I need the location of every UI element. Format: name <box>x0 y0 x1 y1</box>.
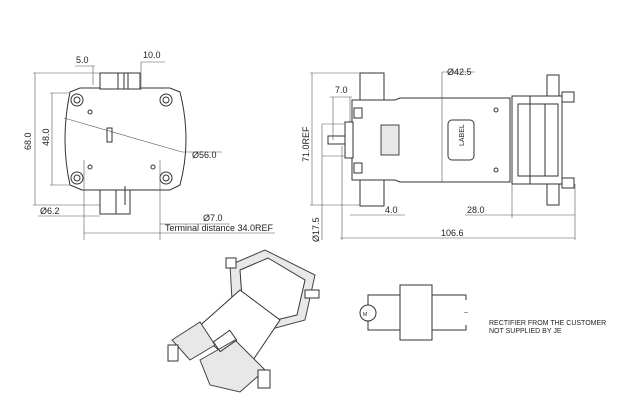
label-text: LABEL <box>459 124 466 146</box>
note-line-1: RECTIFIER FROM THE CUSTOMER <box>489 320 606 327</box>
dim-48: 48.0 <box>41 128 51 146</box>
terminal-distance: Terminal distance 34.0REF <box>165 223 274 233</box>
note-line-2: NOT SUPPLIED BY JE <box>489 328 562 335</box>
dim-28: 28.0 <box>467 205 485 215</box>
source-label: M <box>363 312 367 318</box>
dim-10: 10.0 <box>143 50 161 60</box>
dim-5: 5.0 <box>76 55 89 65</box>
isometric-view <box>167 249 320 393</box>
front-view: 5.0 10.0 68.0 48.0 Ø56.0 Ø6.2 Ø7.0 Termi… <box>23 50 275 240</box>
rectifier-box <box>399 284 433 341</box>
dim-4: 4.0 <box>385 205 398 215</box>
dim-length: 106.6 <box>441 228 464 238</box>
power-source-symbol <box>359 304 377 322</box>
dim-diameter-7: Ø7.0 <box>203 213 223 223</box>
rectifier-schematic: M ~ RECTIFIER FROM THE CUSTOMER NOT SUPP… <box>359 284 606 341</box>
side-view: LABEL Ø42.5 7.0 71.0REF Ø17.5 4.0 28.0 1… <box>301 67 576 242</box>
dim-diameter-17-5: Ø17.5 <box>311 217 321 242</box>
dim-diameter-6-2: Ø6.2 <box>40 206 60 216</box>
dim-diameter-56: Ø56.0 <box>192 150 217 160</box>
svg-text:~: ~ <box>464 310 468 317</box>
dim-68: 68.0 <box>23 132 33 150</box>
dim-7: 7.0 <box>335 85 348 95</box>
dim-diameter-42-5: Ø42.5 <box>447 67 472 77</box>
dim-71: 71.0REF <box>301 126 311 162</box>
